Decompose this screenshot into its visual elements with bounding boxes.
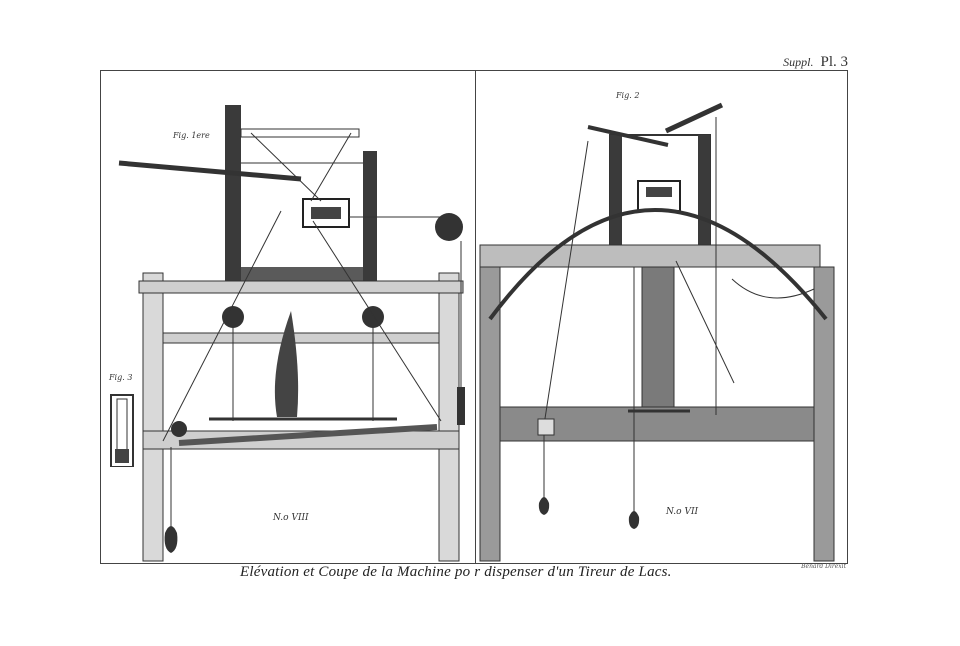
left-engraving [118, 105, 465, 562]
upper-post-left [225, 105, 241, 281]
mechanism-box [302, 198, 350, 228]
upper-top-beam [240, 128, 360, 138]
fig3-detail [110, 394, 134, 467]
right-panel-number: N.o VII [666, 507, 699, 517]
weight-right [457, 387, 465, 425]
upper-post-right [363, 151, 377, 281]
weight-r1 [538, 497, 550, 515]
weight-bag [274, 311, 299, 417]
frame-post-left [142, 272, 164, 562]
frame-mid-rail [162, 332, 440, 344]
fig2-label: Fig. 2 [616, 91, 640, 100]
cable-right [731, 278, 815, 299]
cord-3 [162, 210, 282, 442]
pulley-top-right [435, 213, 463, 241]
plate-frame: Fig. 1ere Fig. 3 N.o VIII [100, 70, 848, 564]
block-r [537, 418, 555, 436]
top-mechanism-core [646, 187, 672, 197]
plate-caption: Elévation et Coupe de la Machine po r di… [240, 564, 672, 580]
lever-v [118, 160, 302, 182]
left-panel-number: N.o VIII [273, 513, 309, 523]
cord-4 [312, 220, 442, 422]
main-beam [479, 244, 821, 268]
diagonal-lever [178, 424, 438, 446]
arc-spring [488, 208, 828, 321]
top-lever [664, 102, 724, 134]
top-lever-2 [587, 125, 669, 147]
frame-post-right [438, 272, 460, 562]
cord-r1 [543, 140, 589, 426]
top-post-left [610, 135, 622, 247]
engraver-credit: Benard Direxit [801, 563, 846, 570]
weight-r2 [628, 511, 640, 529]
right-panel: Fig. 2 N.o VII [475, 71, 848, 563]
cord-r5 [675, 260, 735, 384]
frame-top-rail [138, 280, 464, 294]
wire-2 [310, 132, 352, 202]
plate-series: Suppl. [783, 55, 814, 69]
central-post [641, 266, 675, 408]
fig1-label: Fig. 1ere [173, 131, 210, 140]
pulley-low-left [171, 421, 187, 437]
mechanism-core [311, 207, 341, 219]
top-post-right [698, 135, 710, 247]
wire-1 [250, 132, 322, 202]
upper-cross-beam [241, 267, 363, 281]
frame-low-rail [142, 430, 460, 450]
weight-left [164, 526, 178, 553]
plate-label: Suppl. Pl. 3 [783, 54, 848, 71]
right-engraving [479, 102, 835, 562]
left-panel: Fig. 1ere Fig. 3 N.o VIII [101, 71, 473, 563]
plate-number: Pl. 3 [820, 54, 848, 70]
fig3-label: Fig. 3 [109, 373, 133, 382]
